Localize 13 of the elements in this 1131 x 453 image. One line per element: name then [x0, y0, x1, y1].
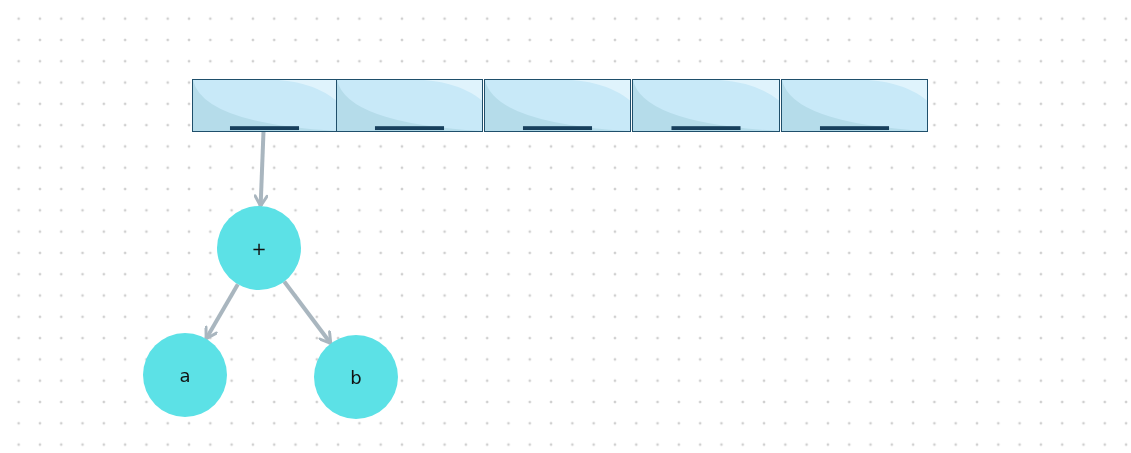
arrow	[253, 131, 269, 208]
array-cell	[781, 79, 928, 132]
circle-node	[314, 335, 398, 419]
arrow	[282, 280, 333, 345]
node-label: a	[179, 364, 191, 386]
array-cell	[336, 79, 483, 132]
node-label: b	[350, 366, 362, 388]
node-label: +	[251, 237, 267, 259]
array-cell	[632, 79, 780, 132]
arrow	[204, 283, 240, 341]
array-cell	[484, 79, 631, 132]
circle-node	[143, 333, 227, 417]
array-cell	[192, 79, 337, 132]
